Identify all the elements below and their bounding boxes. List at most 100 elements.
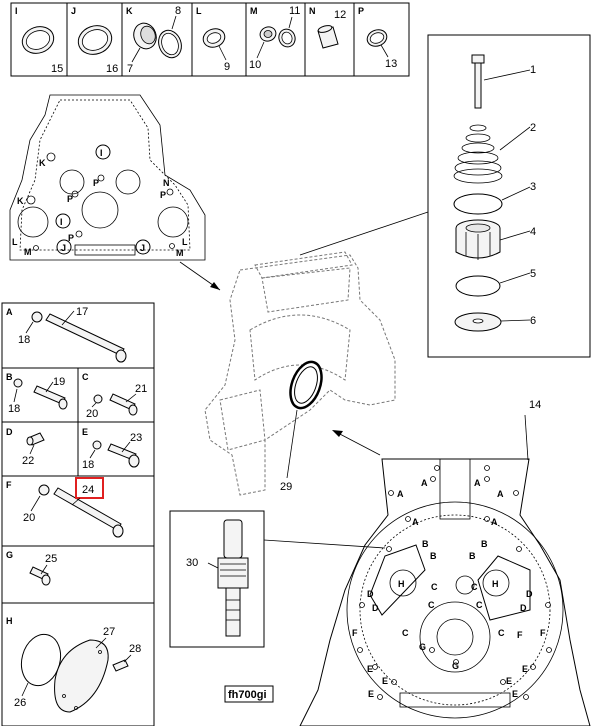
svg-text:J: J [61, 243, 66, 253]
svg-text:H: H [398, 579, 405, 589]
callout-19: 19 [53, 376, 65, 388]
svg-text:L: L [12, 237, 18, 247]
svg-text:C: C [471, 582, 478, 592]
stack-part-oring-upper[interactable]: 3 [453, 181, 536, 215]
svg-text:H: H [492, 579, 499, 589]
overview-letter-n[interactable]: N [163, 178, 174, 196]
svg-text:A: A [474, 478, 481, 488]
stack-part-oring-lower[interactable]: 5 [455, 268, 536, 297]
svg-text:C: C [431, 582, 438, 592]
panel-letter-c: C [82, 372, 89, 382]
callout-4: 4 [530, 226, 536, 238]
svg-text:E: E [367, 664, 373, 674]
figure-id-label: fh700gi [224, 685, 274, 703]
callout-18-a: 18 [18, 334, 30, 346]
svg-text:C: C [476, 600, 483, 610]
callout-18-b: 18 [8, 403, 20, 415]
svg-text:B: B [422, 539, 429, 549]
strip-cell-m[interactable]: M 11 10 [249, 5, 300, 71]
overview-letter-p2[interactable]: P [67, 190, 79, 204]
callout-12: 12 [334, 9, 346, 21]
panel-letter-d: D [6, 427, 13, 437]
callout-23: 23 [130, 432, 142, 444]
overview-letter-j-right[interactable]: J [135, 239, 151, 255]
panel-letter-f: F [6, 480, 12, 490]
svg-text:B: B [469, 551, 476, 561]
stack-part-piston[interactable]: 4 [455, 219, 536, 260]
svg-text:A: A [397, 489, 404, 499]
stack-part-disc[interactable]: 6 [454, 312, 536, 332]
overview-letter-p3[interactable]: P [160, 190, 166, 200]
overview-letter-k-lower[interactable]: K [17, 195, 36, 206]
panel-f[interactable]: F 24 20 [6, 477, 124, 538]
panel-h[interactable]: H 27 28 26 [6, 616, 141, 713]
svg-text:A: A [421, 478, 428, 488]
svg-text:F: F [517, 630, 523, 640]
panel-letter-g: G [6, 550, 13, 560]
overview-letter-p1[interactable]: P [93, 174, 105, 188]
overview-letter-i-lower[interactable]: I [55, 213, 71, 229]
overview-letter-k-upper[interactable]: K [39, 152, 56, 168]
overview-letter-m-left[interactable]: M [24, 245, 39, 258]
strip-letter-p: P [358, 6, 364, 16]
panel-b[interactable]: B 19 18 [6, 372, 68, 415]
svg-text:K: K [17, 196, 24, 206]
stack-part-spring[interactable]: 2 [453, 122, 536, 184]
flywheel-bolt-holes [357, 465, 552, 700]
strip-letter-i: I [15, 6, 18, 16]
callout-15: 15 [51, 63, 63, 75]
callout-1: 1 [530, 64, 536, 76]
overview-letter-m-right[interactable]: M [169, 243, 184, 259]
flywheel-letter-labels: A A A A A A B B B B C C C C C C D D D D … [352, 478, 546, 699]
panel-d[interactable]: D 22 [6, 427, 45, 467]
svg-text:C: C [402, 628, 409, 638]
svg-text:D: D [372, 603, 379, 613]
overview-letter-j-left[interactable]: J [56, 239, 72, 255]
strip-cell-p[interactable]: P 13 [358, 6, 397, 70]
callout-26: 26 [14, 697, 26, 709]
panel-letter-a: A [6, 307, 13, 317]
strip-letter-k: K [126, 6, 133, 16]
panel-letter-e: E [82, 427, 88, 437]
panel-g[interactable]: G 25 [6, 550, 57, 586]
svg-text:A: A [412, 517, 419, 527]
exploded-stack-box: 1 2 3 4 [299, 34, 591, 358]
panel-e[interactable]: E 23 18 [82, 427, 142, 471]
svg-text:D: D [526, 589, 533, 599]
svg-text:G: G [419, 642, 426, 652]
stud-detail-box[interactable]: 30 [169, 510, 386, 648]
overview-letter-p4[interactable]: P [68, 230, 83, 243]
callout-9: 9 [224, 61, 230, 73]
svg-text:K: K [39, 158, 46, 168]
overview-letter-i-top[interactable]: I [95, 144, 111, 160]
overview-housing: I K P P N P K I P [9, 94, 221, 291]
callout-28: 28 [129, 643, 141, 655]
strip-cell-k[interactable]: K 8 7 [126, 5, 185, 75]
svg-text:D: D [367, 589, 374, 599]
stack-part-bolt[interactable]: 1 [471, 54, 536, 109]
panel-c[interactable]: C 21 20 [82, 372, 147, 420]
strip-cell-j[interactable]: J 16 [71, 6, 118, 75]
strip-cell-n[interactable]: N 12 [309, 6, 346, 49]
svg-text:E: E [512, 689, 518, 699]
svg-text:I: I [60, 217, 63, 227]
svg-text:P: P [68, 233, 74, 243]
overview-letter-l-left[interactable]: L [12, 237, 18, 247]
svg-text:C: C [498, 628, 505, 638]
panel-a[interactable]: A 17 18 [6, 306, 127, 363]
callout-5: 5 [530, 268, 536, 280]
svg-text:B: B [481, 539, 488, 549]
svg-text:G: G [452, 661, 459, 671]
strip-cell-l[interactable]: L 9 [196, 6, 230, 73]
strip-cell-i[interactable]: I 15 [15, 6, 63, 75]
svg-text:A: A [491, 517, 498, 527]
svg-text:E: E [506, 676, 512, 686]
overview-letter-l-right[interactable]: L [182, 237, 188, 247]
svg-text:E: E [368, 689, 374, 699]
callout-7: 7 [127, 63, 133, 75]
svg-text:L: L [182, 237, 188, 247]
callout-6: 6 [530, 315, 536, 327]
highlight-box [75, 477, 104, 499]
callout-20-c: 20 [86, 408, 98, 420]
